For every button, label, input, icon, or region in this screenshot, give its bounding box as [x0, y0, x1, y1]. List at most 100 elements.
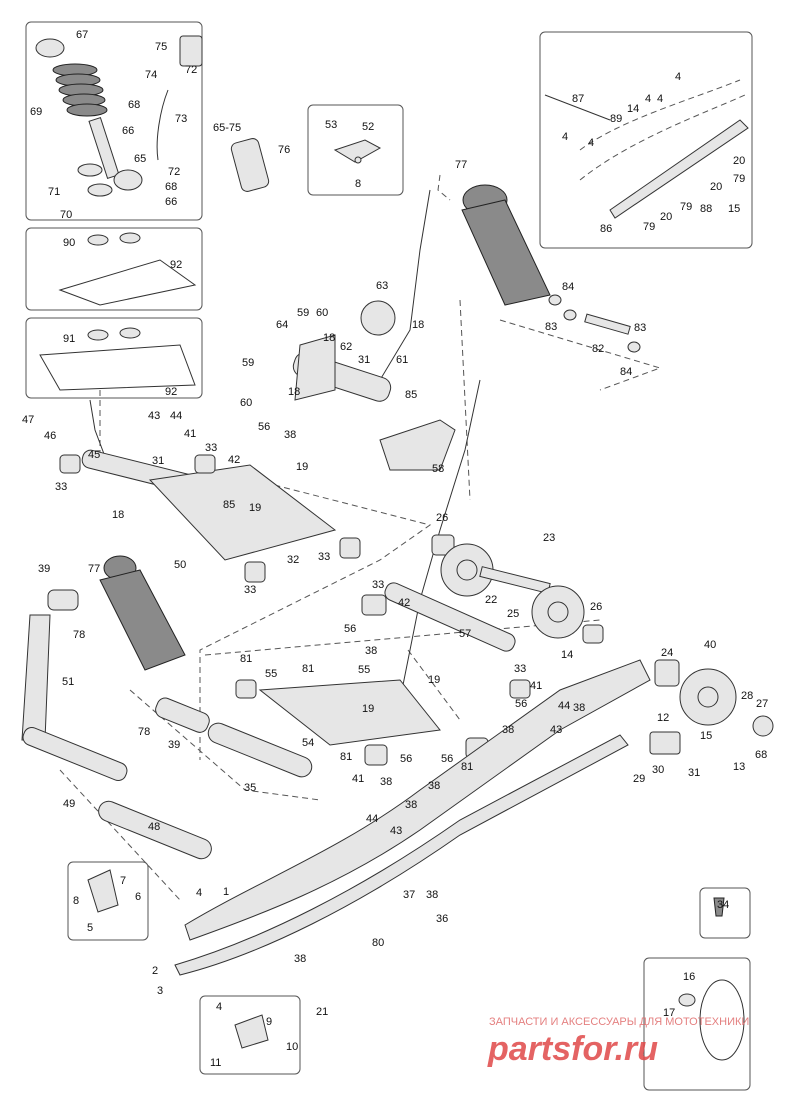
shock-lower-body: [113, 169, 143, 191]
callout: 58: [432, 463, 444, 475]
callout: 84: [562, 281, 574, 293]
callout: 15: [728, 203, 740, 215]
callout: 38: [573, 702, 585, 714]
callout: 4: [657, 93, 663, 105]
callout: 89: [610, 113, 622, 125]
rail-1: [184, 659, 651, 941]
callout: 19: [296, 461, 308, 473]
callout: 4: [562, 131, 568, 143]
callout: 56: [441, 753, 453, 765]
callout: 71: [48, 186, 60, 198]
callout: 42: [228, 454, 240, 466]
plate-58: [379, 419, 456, 471]
callout: 4: [216, 1001, 222, 1013]
callout: 68: [128, 99, 140, 111]
link-51: [21, 614, 51, 741]
adjuster-nut: [87, 183, 113, 197]
callout: 21: [316, 1006, 328, 1018]
shaft-48: [98, 800, 212, 860]
callout: 67: [76, 29, 88, 41]
bushing-39b: [155, 697, 210, 733]
callout: 23: [543, 532, 555, 544]
callout: 14: [627, 103, 639, 115]
watermark-tagline: ЗАПЧАСТИ И АКСЕССУАРЫ ДЛЯ МОТОТЕХНИКИ: [489, 1016, 749, 1028]
callout: 32: [287, 554, 299, 566]
callout: 73: [175, 113, 187, 125]
wheel-bearing-inset: [643, 957, 751, 1091]
callout: 38: [428, 780, 440, 792]
callout: 76: [278, 144, 290, 156]
callout: 65-75: [213, 122, 241, 134]
callout: 60: [240, 397, 252, 409]
callout: 55: [358, 664, 370, 676]
callout: 19: [428, 674, 440, 686]
bracket-inset: [307, 104, 404, 196]
pin-82: [584, 313, 631, 335]
callout: 14: [561, 649, 573, 661]
callout: 11: [210, 1057, 221, 1069]
callout: 34: [717, 899, 729, 911]
callout: 5: [87, 922, 93, 934]
callout: 6: [135, 891, 141, 903]
callout: 92: [165, 386, 177, 398]
wheel-40: [679, 668, 737, 726]
callout: 20: [710, 181, 722, 193]
spacer-24: [654, 659, 680, 687]
callout: 81: [240, 653, 252, 665]
callout: 83: [545, 321, 557, 333]
callout: 59: [242, 357, 254, 369]
clamp-inset-bottom: [25, 317, 203, 399]
callout: 92: [170, 259, 182, 271]
spring-cap: [35, 38, 65, 58]
bushing-33e: [361, 594, 387, 616]
shock-kit-inset: [25, 21, 203, 221]
callout: 78: [138, 726, 150, 738]
callout: 35: [244, 782, 256, 794]
coil-spring: [52, 63, 108, 117]
callout: 18: [412, 319, 424, 331]
tip-inset: [199, 995, 301, 1075]
callout: 28: [741, 690, 753, 702]
bracket-parts: [333, 139, 382, 164]
callout: 81: [461, 761, 473, 773]
callout: 38: [380, 776, 392, 788]
callout: 33: [244, 584, 256, 596]
arm-plate-left: [294, 334, 336, 401]
callout: 33: [205, 442, 217, 454]
callout: 56: [258, 421, 270, 433]
callout: 20: [733, 155, 745, 167]
callout: 90: [63, 237, 75, 249]
shaft-35: [207, 722, 313, 778]
callout: 60: [316, 307, 328, 319]
callout: 22: [485, 594, 497, 606]
callout: 39: [168, 739, 180, 751]
callout: 18: [112, 509, 124, 521]
callout-labels: 67 75 74 72 69 68 66 73 65-75 65 72 71 6…: [22, 29, 768, 1069]
callout: 70: [60, 209, 72, 221]
callout: 69: [30, 106, 42, 118]
callout: 87: [572, 93, 584, 105]
callout: 7: [120, 875, 126, 887]
callout: 18: [323, 332, 335, 344]
callout: 1: [223, 886, 229, 898]
watermark: ЗАПЧАСТИ И АКСЕССУАРЫ ДЛЯ МОТОТЕХНИКИ pa…: [487, 1016, 749, 1068]
callout: 39: [38, 563, 50, 575]
adjuster-12: [649, 731, 681, 755]
callout: 77: [455, 159, 467, 171]
callout: 57: [459, 628, 471, 640]
callout: 4: [588, 137, 594, 149]
clamp-91b: [119, 327, 141, 339]
callout: 66: [165, 196, 177, 208]
arm-55: [258, 679, 441, 746]
callout: 41: [184, 428, 196, 440]
slide-rail: [87, 659, 745, 1061]
callout: 68: [165, 181, 177, 193]
grease-fitting-34: [713, 897, 725, 917]
callout: 4: [645, 93, 651, 105]
snap-ring: [77, 163, 103, 177]
callout: 43: [550, 724, 562, 736]
callout: 77: [88, 563, 100, 575]
callout: 33: [514, 663, 526, 675]
callout: 56: [344, 623, 356, 635]
callout: 17: [663, 1007, 675, 1019]
